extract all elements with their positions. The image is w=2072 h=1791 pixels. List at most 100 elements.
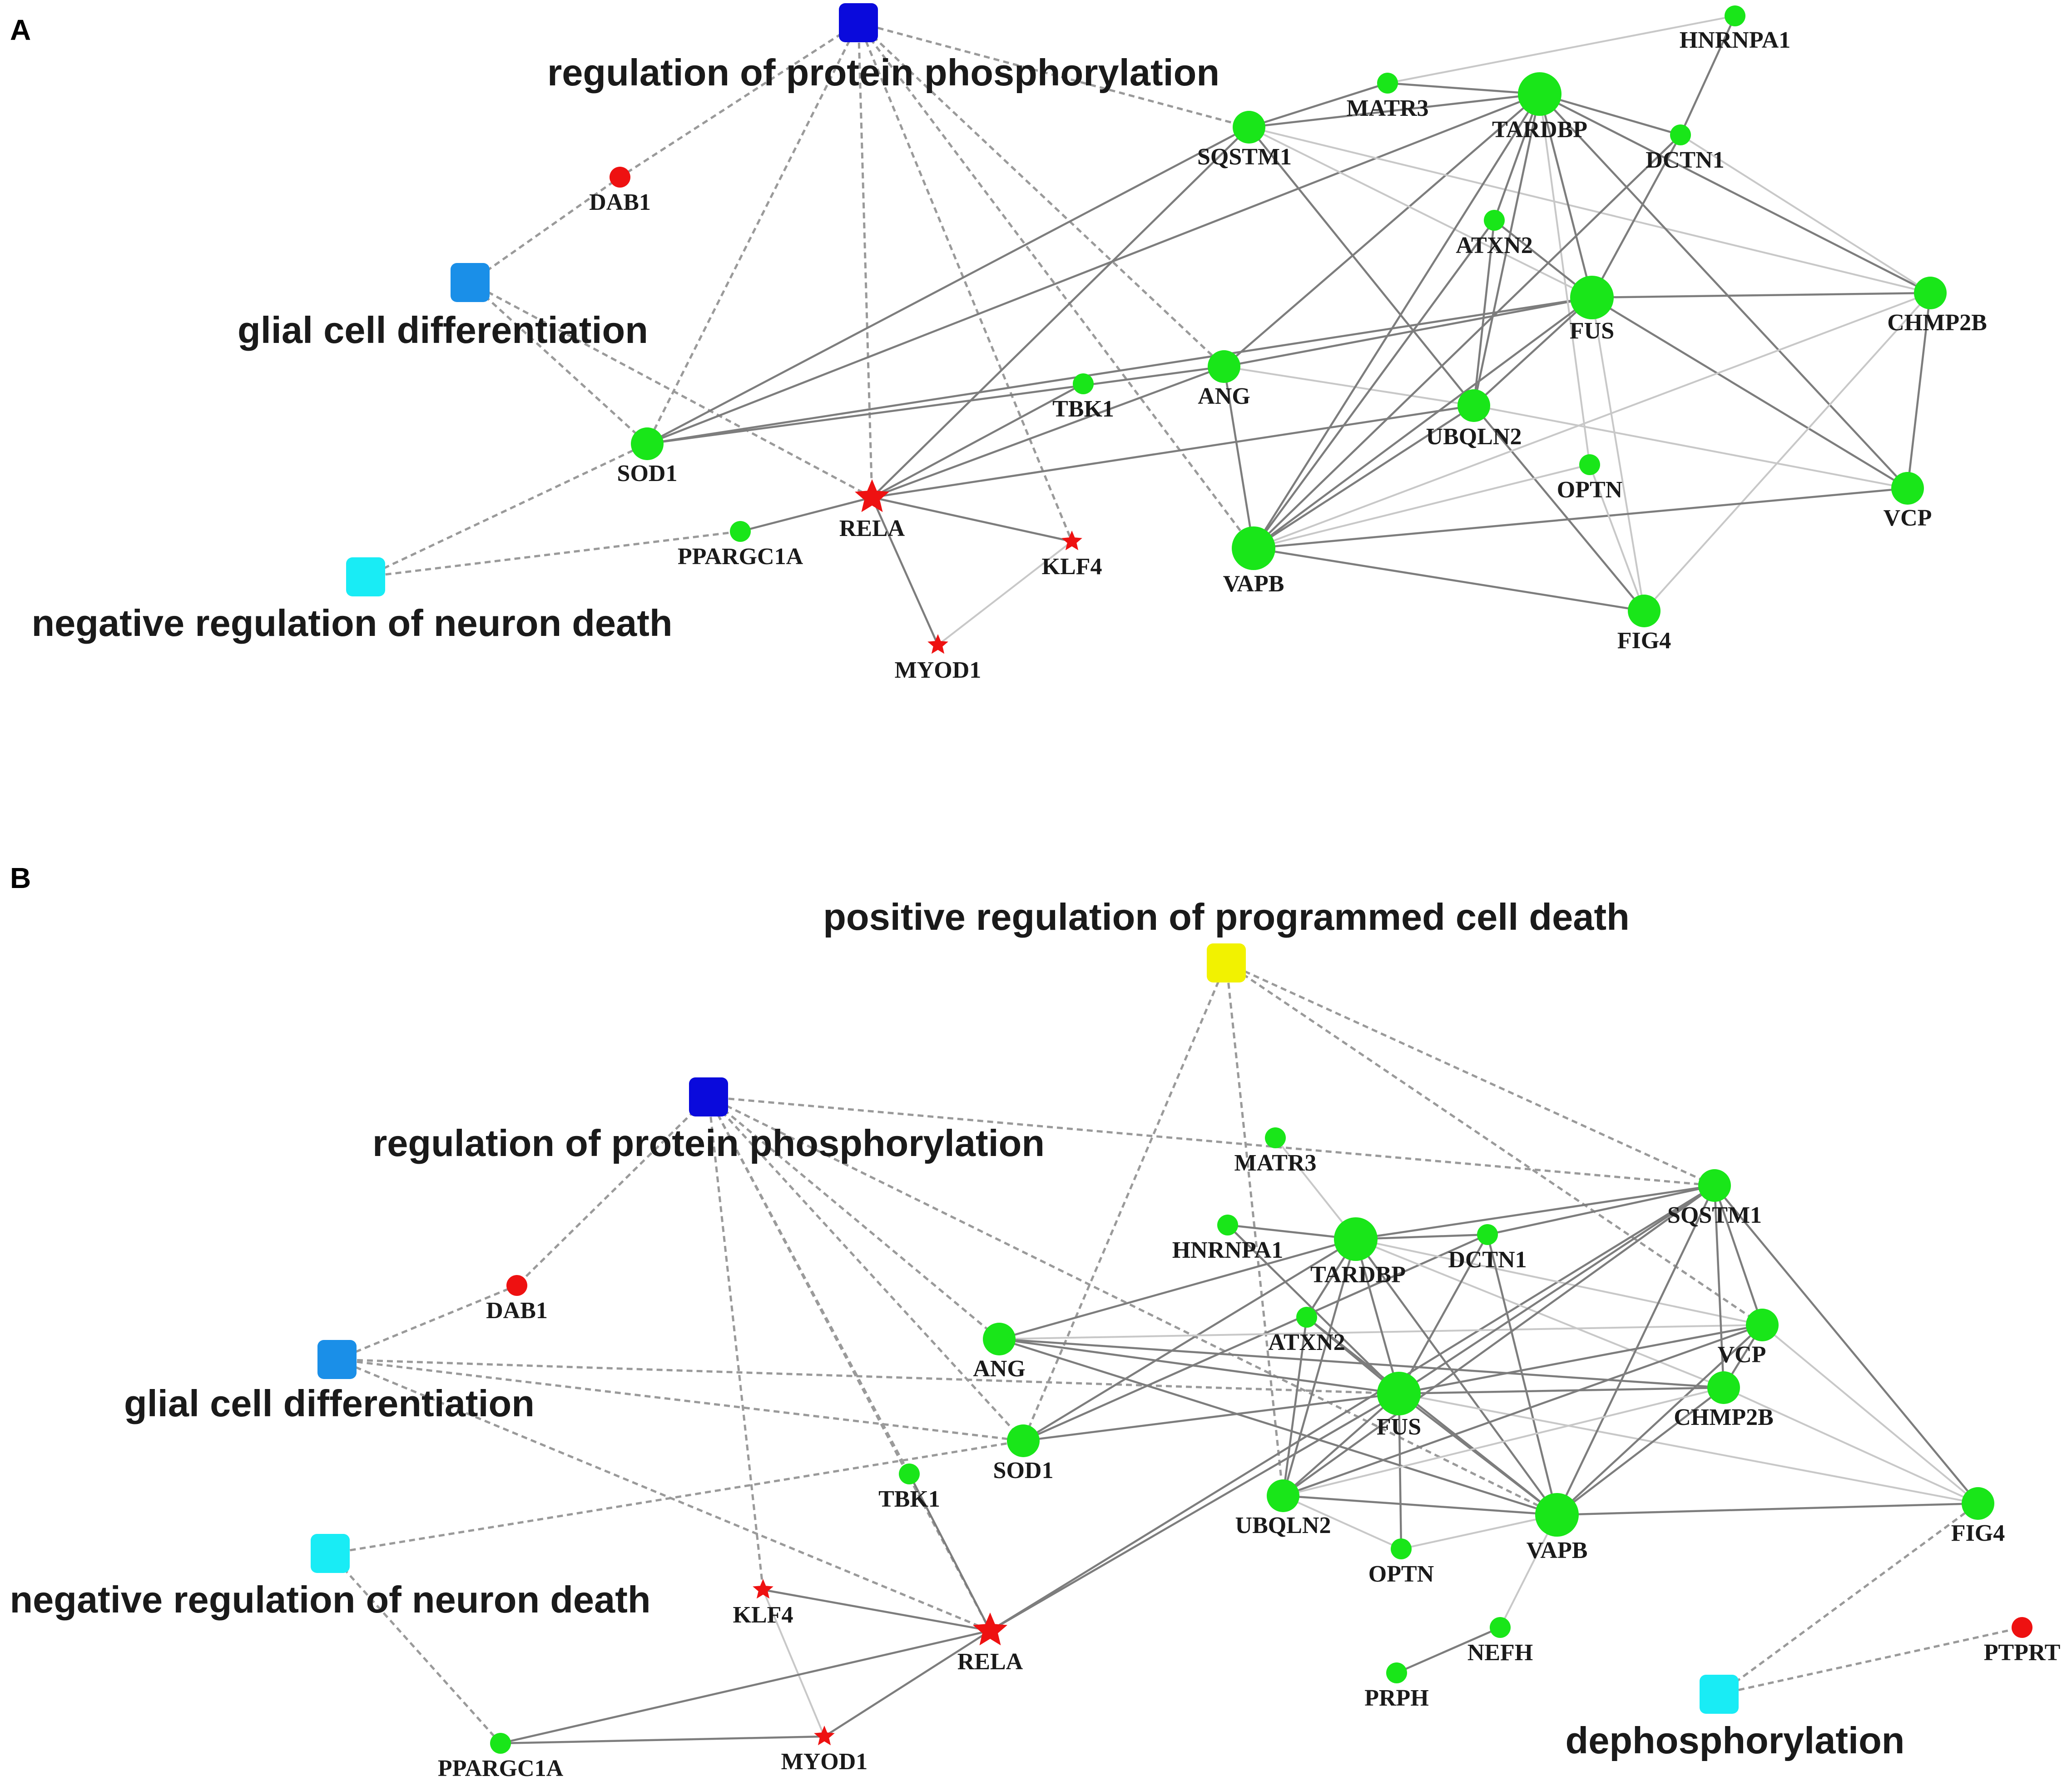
panel-a-edge-vapb-vcp	[1253, 487, 1908, 550]
panel-b-edge-t-deph-fig4	[1718, 1502, 1979, 1696]
panel-b-edge-t-prpcd-sod1	[1022, 962, 1228, 1441]
panel-a-edge-ppargc1a-rela	[740, 496, 872, 533]
panel-b-gene-label-ubqln2: UBQLN2	[1235, 1513, 1331, 1538]
panel-b-circle-ang	[983, 1323, 1016, 1355]
panel-b-edge-t-gcd-dab1	[337, 1284, 517, 1361]
panel-b-circle-nefh	[1490, 1617, 1511, 1638]
panel-b-node-dab1: DAB1	[486, 1275, 548, 1324]
panel-b-circle-sqstm1	[1698, 1169, 1731, 1202]
panel-b-edge-sqstm1-chmp2b	[1713, 1185, 1725, 1388]
panel-b-node-prph: PRPH	[1364, 1662, 1429, 1711]
panel-a-edge-tardbp-fus	[1538, 94, 1593, 298]
panel-b-edge-chmp2b-ubqln2	[1283, 1387, 1724, 1497]
panel-a-gene-label-atxn2: ATXN2	[1456, 233, 1532, 258]
panel-a-edge-sqstm1-fus	[1249, 126, 1592, 298]
panel-b-edge-fus-chmp2b	[1398, 1386, 1724, 1395]
panel-b-edge-tardbp-sqstm1	[1355, 1184, 1715, 1240]
panel-b-circle-ppargc1a	[490, 1733, 511, 1754]
panel-b-edge-t-gcd-sod1	[337, 1358, 1024, 1442]
panel-a-star-rela	[855, 479, 889, 512]
panel-b-gene-label-chmp2b: CHMP2B	[1674, 1404, 1774, 1430]
panel-a-gene-label-vapb: VAPB	[1223, 571, 1284, 597]
panel-a-edge-sqstm1-tardbp	[1249, 93, 1540, 129]
panel-b-node-dctn1: DCTN1	[1448, 1224, 1527, 1273]
panel-b-node-sod1: SOD1	[993, 1424, 1053, 1483]
panel-a-circle-atxn2	[1484, 210, 1505, 231]
panel-b-gene-label-rela: RELA	[957, 1649, 1023, 1675]
panel-b-edge-atxn2-ubqln2	[1282, 1317, 1308, 1496]
panel-b-edge-t-gcd-fus	[337, 1358, 1399, 1395]
panel-a-edge-atxn2-ubqln2	[1472, 220, 1496, 406]
panel-b-edge-t-nrnd-sod1	[330, 1439, 1024, 1555]
panel-b-node-fig4: FIG4	[1951, 1487, 2005, 1546]
panel-b-circle-ptprt	[2012, 1617, 2032, 1638]
panel-a-node-chmp2b: CHMP2B	[1887, 277, 1987, 336]
panel-a-edge-tardbp-atxn2	[1493, 94, 1541, 221]
panel-a-edge-ang-ubqln2	[1224, 366, 1474, 407]
panel-b-circle-vcp	[1746, 1309, 1779, 1341]
panel-b-star-rela	[973, 1612, 1007, 1646]
panel-b-edge-sod1-tardbp	[1022, 1238, 1357, 1442]
panel-a-edge-t-rpp-klf4	[857, 22, 1073, 542]
panel-a-node-ang: ANG	[1198, 350, 1250, 409]
panel-a-edge-dctn1-fus	[1591, 134, 1681, 298]
panel-b-node-optn: OPTN	[1368, 1538, 1434, 1587]
panel-a-edge-tardbp-dctn1	[1539, 93, 1681, 136]
panel-a-node-atxn2: ATXN2	[1456, 210, 1533, 258]
panel-a-gene-label-fus: FUS	[1570, 318, 1614, 344]
panel-a-edge-sqstm1-chmp2b	[1249, 126, 1931, 294]
panel-b-term-label-t-prpcd: positive regulation of programmed cell d…	[823, 896, 1630, 938]
panel-a-gene-label-ang: ANG	[1198, 383, 1250, 409]
panel-b-term-square-t-gcd	[317, 1340, 357, 1379]
panel-a-gene-label-chmp2b: CHMP2B	[1887, 310, 1987, 336]
panel-a-gene-label-sqstm1: SQSTM1	[1197, 144, 1292, 170]
panel-a-node-rela: RELA	[839, 479, 905, 541]
panel-a-edge-chmp2b-fig4	[1643, 292, 1931, 612]
panel-b-circle-prph	[1386, 1662, 1407, 1683]
panel-b-node-myod1: MYOD1	[781, 1726, 868, 1775]
panel-a-edge-chmp2b-vapb	[1253, 292, 1931, 549]
panel-a-gene-label-klf4: KLF4	[1042, 554, 1102, 580]
panel-a-edge-rela-ubqln2	[872, 404, 1474, 499]
panel-b-edge-fus-optn	[1398, 1393, 1403, 1549]
panel-a-edge-tardbp-vapb	[1253, 93, 1541, 549]
panel-a-node-t-rpp: regulation of protein phosphorylation	[547, 3, 1219, 94]
panel-b-node-t-prpcd: positive regulation of programmed cell d…	[823, 896, 1630, 982]
panel-b-gene-label-vcp: VCP	[1718, 1342, 1766, 1368]
panel-a-edge-sod1-ang	[647, 365, 1224, 445]
panel-a-node-vapb: VAPB	[1223, 526, 1284, 597]
panel-a-node-fus: FUS	[1570, 276, 1614, 344]
panel-b-gene-label-optn: OPTN	[1368, 1561, 1434, 1587]
panel-a-edge-t-gcd-rela	[469, 281, 873, 499]
panel-b-term-label-t-gcd: glial cell differentiation	[124, 1382, 535, 1424]
panel-b-edge-ppargc1a-myod1	[500, 1735, 825, 1745]
panel-b-gene-label-myod1: MYOD1	[781, 1749, 868, 1775]
panel-b-circle-sod1	[1007, 1424, 1040, 1457]
panel-b-edge-dctn1-vapb	[1486, 1234, 1558, 1515]
panel-b-edge-sqstm1-vcp	[1713, 1185, 1764, 1325]
panel-a-edge-t-rpp-sod1	[646, 22, 860, 445]
panel-b-circle-tardbp	[1334, 1217, 1378, 1261]
panel-b-star-klf4	[753, 1579, 773, 1599]
panel-b-node-tbk1: TBK1	[878, 1464, 940, 1512]
panel-b-edge-sqstm1-vapb	[1556, 1185, 1716, 1515]
panel-b-edges	[329, 962, 2022, 1745]
panel-a-edge-tardbp-chmp2b	[1539, 93, 1931, 294]
panel-b-term-square-t-deph	[1700, 1675, 1739, 1714]
panel-a-edge-dctn1-chmp2b	[1680, 134, 1931, 294]
panel-b-node-ubqln2: UBQLN2	[1235, 1479, 1331, 1538]
panel-a-circle-fig4	[1628, 595, 1661, 627]
panel-b-edge-t-nrnd-ppargc1a	[329, 1553, 501, 1744]
panel-b-edge-rela-ppargc1a	[500, 1629, 991, 1745]
panel-a-circle-ang	[1208, 350, 1240, 383]
panel-b-gene-label-fus: FUS	[1377, 1414, 1421, 1440]
panel-b-circle-fus	[1377, 1372, 1421, 1415]
panel-a-node-dctn1: DCTN1	[1646, 124, 1725, 173]
panel-b-edge-t-rpp-vapb	[708, 1096, 1558, 1516]
panel-a-term-label-t-gcd: glial cell differentiation	[238, 309, 648, 351]
panel-b-edge-t-deph-ptprt	[1719, 1626, 2022, 1696]
panel-b-node-rela: RELA	[957, 1612, 1023, 1675]
panel-b-node-ppargc1a: PPARGC1A	[438, 1733, 564, 1781]
panel-a-circle-matr3	[1377, 73, 1398, 94]
